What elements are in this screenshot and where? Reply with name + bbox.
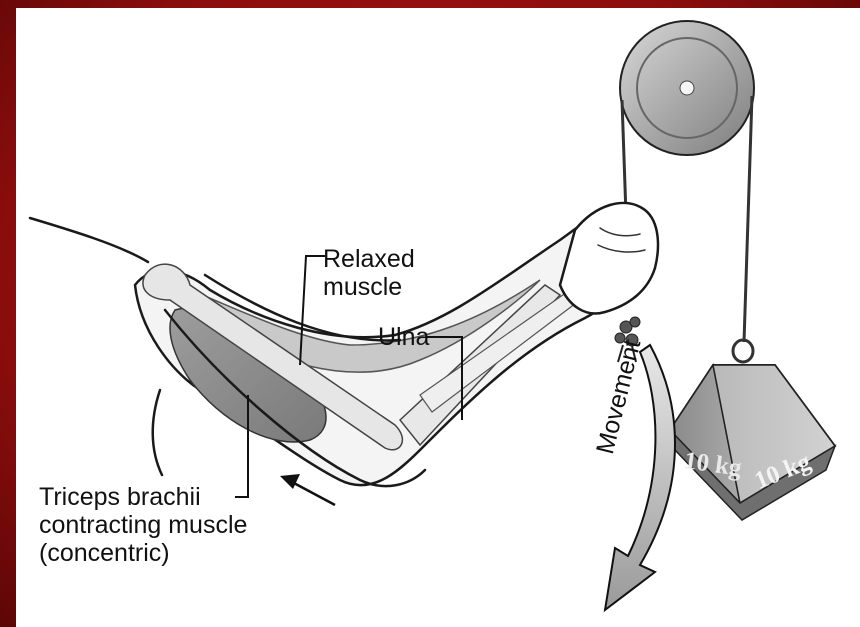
rope-left	[622, 100, 626, 215]
label-relaxed-line1: Relaxed	[323, 245, 415, 273]
fist	[560, 203, 658, 314]
weight	[670, 340, 835, 520]
label-relaxed-line2: muscle	[323, 273, 415, 301]
label-triceps-line2: contracting muscle	[39, 511, 247, 539]
weight-ring	[733, 340, 753, 362]
label-triceps-line3: (concentric)	[39, 539, 247, 567]
pulley-axle	[680, 81, 694, 95]
rope-right	[744, 96, 752, 342]
contraction-arrow	[280, 474, 335, 505]
label-triceps: Triceps brachii contracting muscle (conc…	[39, 483, 247, 567]
label-triceps-line1: Triceps brachii	[39, 483, 247, 511]
diagram-panel: Relaxed muscle Ulna Triceps brachii cont…	[16, 8, 860, 627]
label-ulna: Ulna	[378, 323, 429, 351]
label-relaxed-muscle: Relaxed muscle	[323, 245, 415, 301]
